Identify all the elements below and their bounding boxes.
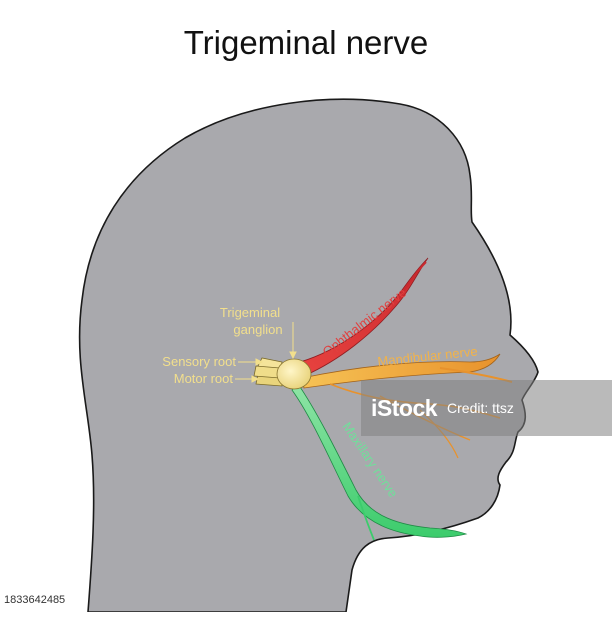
motor-root-label: Motor root: [174, 371, 234, 386]
watermark-credit: Credit: ttsz: [447, 400, 514, 416]
trigeminal-ganglion-label-1: Trigeminal: [220, 305, 280, 320]
trigeminal-ganglion-label-2: ganglion: [233, 322, 282, 337]
istock-logo: iStock: [371, 394, 438, 421]
maxillary-nerve: [291, 383, 468, 541]
sensory-root-label: Sensory root: [162, 354, 236, 369]
head-silhouette: [78, 98, 539, 613]
label-pointers: [235, 322, 297, 383]
ophthalmic-nerve: [299, 257, 429, 377]
image-id: 1833642485: [0, 592, 70, 612]
watermark-banner: iStock Credit: ttsz: [361, 380, 612, 436]
diagram-title: Trigeminal nerve: [183, 24, 429, 61]
nerve-roots: [253, 357, 283, 387]
trigeminal-ganglion: [276, 358, 312, 390]
